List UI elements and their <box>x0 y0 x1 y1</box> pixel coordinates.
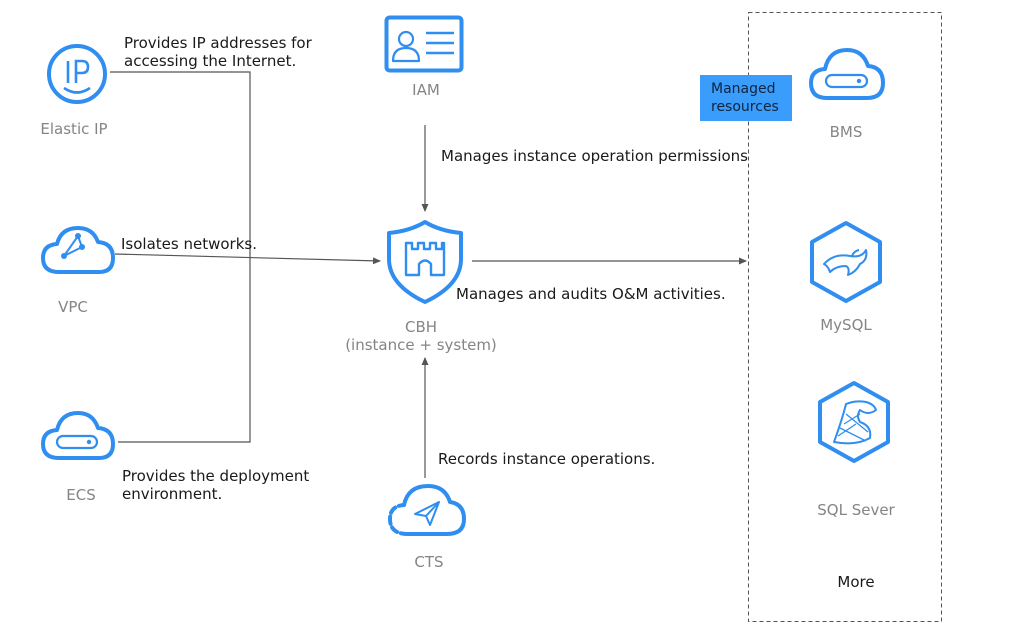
managed-resources-line2: resources <box>711 99 779 115</box>
mysql-dolphin-icon <box>810 221 882 303</box>
iam-label: IAM <box>412 81 440 99</box>
iam-note: Manages instance operation permissions <box>441 147 748 165</box>
vpc-to-cbh-arrow <box>114 253 381 265</box>
cbh-title: CBH <box>404 318 438 336</box>
sql-server-icon <box>818 381 890 463</box>
cbh-subtitle: (instance + system) <box>345 336 497 354</box>
mysql-label: MySQL <box>820 316 872 334</box>
ecs-note-line2: environment. <box>122 485 223 503</box>
managed-resources-group <box>748 12 942 622</box>
elastic-ip-label: Elastic IP <box>40 120 108 138</box>
vpc-note: Isolates networks. <box>121 235 257 253</box>
elastic-ip-icon <box>47 44 107 104</box>
ecs-label: ECS <box>66 486 96 504</box>
bms-label: BMS <box>829 123 863 141</box>
elastic-ip-note-line2: accessing the Internet. <box>124 52 297 70</box>
iam-id-card-icon <box>384 15 464 73</box>
elastic-ip-note-line1: Provides IP addresses for <box>124 34 312 52</box>
cts-cloud-trace-icon <box>387 484 466 536</box>
vpc-cloud-icon <box>41 226 115 274</box>
ecs-cloud-server-icon <box>41 411 115 460</box>
vpc-label: VPC <box>58 298 88 316</box>
cts-label: CTS <box>414 553 444 571</box>
more-label: More <box>837 573 875 591</box>
cbh-shield-castle-icon <box>387 220 463 304</box>
bms-cloud-server-icon <box>809 48 885 100</box>
ecs-note-line1: Provides the deployment <box>122 467 310 485</box>
cbh-note: Manages and audits O&M activities. <box>456 285 726 303</box>
managed-resources-line1: Managed <box>711 81 776 97</box>
cts-note: Records instance operations. <box>438 450 656 468</box>
sqlserver-label: SQL Sever <box>817 501 895 519</box>
managed-resources-badge: Managed resources <box>700 75 792 121</box>
